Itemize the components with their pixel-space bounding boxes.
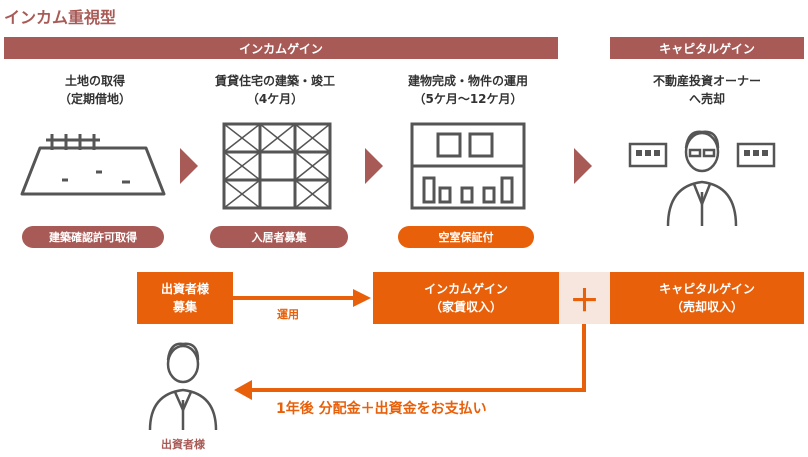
operation-arrow-icon [233, 289, 371, 307]
income-gain-box: インカムゲイン （家賃収入） [373, 272, 559, 324]
property-owner-icon [628, 130, 776, 227]
step-build-line1: 賃貸住宅の建築・竣工 [214, 74, 335, 88]
step-build-line2: （4ケ月） [246, 92, 304, 106]
badge-tenant-recruitment: 入居者募集 [210, 226, 348, 248]
income-gain-line1: インカムゲイン [424, 282, 508, 296]
step-operate-label: 建物完成・物件の運用 （5ケ月〜12ケ月） [383, 72, 553, 108]
capital-gain-box: キャピタルゲイン （売却収入） [610, 272, 804, 324]
payout-text: 1年後 分配金＋出資金をお支払い [276, 401, 487, 417]
step-operate-line2: （5ケ月〜12ケ月） [413, 92, 523, 106]
plus-sign: ＋ [569, 284, 600, 319]
badge-vacancy-guarantee: 空室保証付 [398, 226, 534, 248]
investor-recruitment-line2: 募集 [172, 300, 197, 314]
income-gain-line2: （家賃収入） [429, 300, 502, 314]
investor-label: 出資者様 [161, 438, 205, 451]
step-sale-line2: へ売却 [688, 92, 725, 106]
step-sale-line1: 不動産投資オーナー [652, 74, 761, 88]
plus-background [559, 272, 610, 324]
capital-gain-band: キャピタルゲイン [610, 37, 804, 59]
capital-gain-line1: キャピタルゲイン [659, 282, 755, 296]
land-plot-icon [20, 134, 166, 196]
step-land-label: 土地の取得 （定期借地） [20, 72, 170, 108]
step-arrow-2-icon [365, 148, 383, 184]
investor-person-icon [148, 342, 218, 431]
operation-label: 運用 [277, 308, 299, 321]
investor-recruitment-box: 出資者様 募集 [137, 272, 233, 324]
step-operate-line1: 建物完成・物件の運用 [407, 74, 528, 88]
step-build-label: 賃貸住宅の建築・竣工 （4ケ月） [190, 72, 360, 108]
step-land-line1: 土地の取得 [64, 74, 125, 88]
income-gain-band: インカムゲイン [4, 37, 558, 59]
step-arrow-1-icon [180, 148, 198, 184]
payout-return-arrow-icon [234, 324, 586, 400]
step-land-line2: （定期借地） [58, 92, 131, 106]
construction-frame-icon [222, 122, 332, 210]
page-title: インカム重視型 [4, 8, 117, 27]
step-arrow-3-icon [574, 148, 592, 184]
step-sale-label: 不動産投資オーナー へ売却 [620, 72, 794, 108]
completed-building-icon [410, 122, 526, 210]
investor-recruitment-line1: 出資者様 [160, 282, 209, 296]
badge-building-permit: 建築確認許可取得 [22, 226, 164, 248]
capital-gain-line2: （売却収入） [670, 300, 743, 314]
